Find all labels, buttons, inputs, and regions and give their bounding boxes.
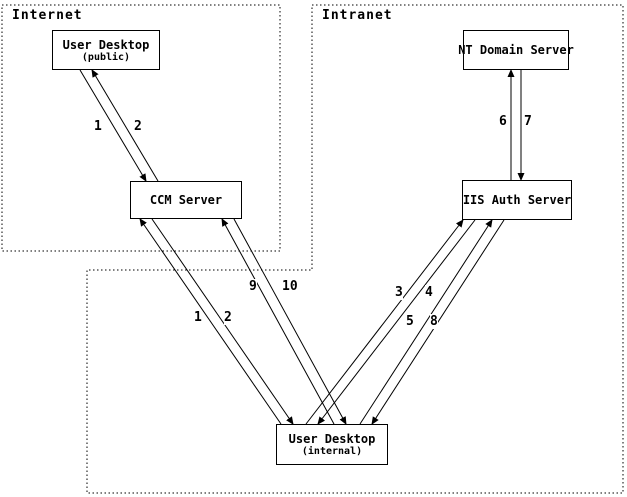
node-user-desktop-internal: User Desktop (internal): [276, 424, 388, 465]
internet-zone-border: [1, 4, 281, 252]
node-title: User Desktop: [62, 37, 150, 52]
node-title: IIS Auth Server: [462, 193, 572, 207]
node-subtitle: (internal): [301, 446, 363, 457]
edge-label-2-public: 2: [134, 119, 142, 134]
internet-zone-label: Internet: [12, 8, 83, 23]
edge-2-ccm-to-public-desktop: [91, 69, 159, 182]
edge-label-6: 6: [499, 114, 507, 129]
edge-9-internal-desktop-to-ccm: [221, 218, 335, 425]
edge-label-5: 5: [406, 314, 414, 329]
node-subtitle: (public): [81, 51, 131, 63]
edge-label-8: 8: [430, 314, 438, 329]
intranet-zone-border: [86, 4, 624, 494]
edge-label-2-internal: 2: [224, 310, 232, 325]
node-user-desktop-public: User Desktop (public): [52, 30, 160, 70]
edge-label-7: 7: [524, 114, 532, 129]
edge-label-1-internal: 1: [194, 310, 202, 325]
edge-5-internal-desktop-to-iis: [359, 219, 493, 425]
edge-8-iis-to-internal-desktop: [371, 219, 505, 425]
edge-label-1-public: 1: [94, 119, 102, 134]
edge-1-public-desktop-to-ccm: [79, 69, 147, 182]
edge-label-3: 3: [395, 285, 403, 300]
node-title: NT Domain Server: [458, 43, 574, 57]
edge-10-ccm-to-internal-desktop: [233, 218, 347, 425]
edge-label-10: 10: [282, 279, 298, 294]
edge-1-internal-desktop-to-ccm: [139, 218, 282, 425]
node-iis-auth-server: IIS Auth Server: [462, 180, 572, 220]
node-nt-domain-server: NT Domain Server: [458, 30, 574, 70]
edge-3-internal-desktop-to-iis: [305, 219, 464, 425]
edge-label-9: 9: [249, 279, 257, 294]
intranet-zone-label: Intranet: [322, 8, 393, 23]
edge-label-4: 4: [425, 285, 433, 300]
edge-4-iis-to-internal-desktop: [317, 219, 476, 425]
node-title: User Desktop: [288, 432, 376, 446]
node-title: CCM Server: [149, 193, 223, 207]
edge-2-ccm-to-internal-desktop: [151, 218, 294, 425]
node-ccm-server: CCM Server: [130, 181, 242, 219]
